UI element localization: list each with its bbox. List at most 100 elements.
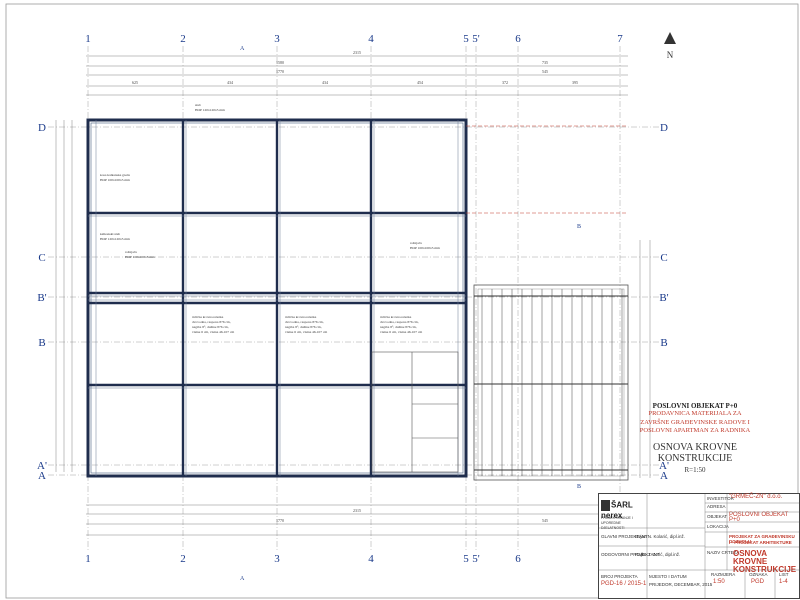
- object-label: OBJEKAT: [707, 514, 728, 519]
- project-no: PGD-16 / 2015-1: [601, 581, 647, 587]
- section-mark-a-bottom: A: [240, 576, 245, 582]
- section-mark-b-top: B: [577, 224, 581, 230]
- responsible-label: ODGOVORNI PROJEKTANT: [601, 552, 660, 557]
- dimension-texts: 2315 1580 735 1770 545 625 434 434 454 3…: [132, 50, 578, 523]
- location-label: LOKACIJA: [707, 524, 729, 529]
- axis-label-row-4-0: A': [37, 460, 47, 472]
- dim-total-bottom: 2315: [353, 508, 361, 513]
- truss-note-3b: dvovodna, raspona 876 cm,: [380, 320, 419, 325]
- main-roof-structure: [86, 118, 468, 478]
- axis-label-col-6-1: 6: [515, 553, 521, 565]
- roof-annotations: kosa kalkanska greda HOP 100x100x5 mm st…: [100, 103, 440, 335]
- note-beam-top-dim: HOP 100x100x5 mm: [100, 178, 130, 182]
- truss-note-2a: čelična krovna rešetka: [285, 315, 317, 319]
- annex-roof-structure: [473, 284, 629, 481]
- axis-label-col-5-1: 5': [472, 553, 480, 565]
- truss-note-1a: čelična krovna rešetka: [192, 315, 224, 319]
- note-stub: stub: [195, 103, 201, 107]
- axis-label-row-2-0: B': [37, 292, 46, 304]
- sheet-border: [5, 3, 799, 599]
- sheet-title-1: OSNOVA KROVNE: [653, 441, 737, 453]
- axis-label-col-3-0: 4: [368, 33, 374, 45]
- reviewer-name: Rajko J. Zorić, dipl.inž.: [635, 552, 681, 557]
- company-logo: ŠARL nerex: [601, 500, 633, 520]
- axis-label-col-5-0: 5': [472, 33, 480, 45]
- dim-part-right: 545: [542, 69, 548, 74]
- dim-sub-b: 434: [227, 80, 233, 85]
- sheet-scale: R=1:50: [684, 465, 706, 474]
- designer-name: Bojan N. Kolarić, dipl.inž.: [635, 534, 686, 539]
- project-line-1: PRODAVNICA MATERIJALA ZA: [648, 410, 742, 417]
- axis-label-col-2-0: 3: [274, 33, 280, 45]
- axis-label-row-2-1: B': [659, 292, 668, 304]
- sheet-title-2: KONSTRUKCIJE: [657, 452, 733, 464]
- axis-label-row-3-0: B: [38, 337, 45, 349]
- truss-note-1b: dvovodna, raspona 876 cm,: [192, 320, 231, 325]
- note-girder-a-dim: HOP 120x120x5 mm: [100, 237, 130, 241]
- dim-total-top: 2315: [353, 50, 361, 55]
- dim-part-left: 1770: [276, 69, 284, 74]
- note-beam-top: kosa kalkanska greda: [100, 173, 130, 177]
- axis-label-col-4-1: 5: [463, 553, 469, 565]
- dim-left-span: 1580: [276, 60, 284, 65]
- axis-label-row-4-1: A': [659, 460, 669, 472]
- scale-label: RAZMJERA: [711, 572, 736, 577]
- truss-note-2b: dvovodna, raspona 876 cm,: [285, 320, 324, 325]
- dim-right-span: 735: [542, 60, 548, 65]
- axis-label-col-7-0: 7: [617, 33, 623, 45]
- truss-note-1d: visine 6 cm, visina 46-107 cm: [192, 330, 234, 335]
- section-mark-b-bottom: B: [577, 484, 581, 490]
- phase: PROJEKAT ZA GRAĐEVINSKU DOZVOLU: [729, 534, 795, 544]
- section-mark-a-top: A: [240, 46, 245, 52]
- truss-note-2c: nagiba 8°, dužine 876 cm,: [285, 325, 322, 330]
- scale-value: 1:50: [713, 579, 725, 585]
- axis-label-row-0-0: D: [38, 122, 46, 134]
- note-rafter-dim: HOP 100x100x5 mm: [125, 255, 155, 259]
- sheet-label: LIST: [779, 572, 789, 577]
- project-title: POSLOVNI OBJEKAT P+0: [652, 402, 738, 410]
- truss-note-1c: nagiba 8°, dužine 876 cm,: [192, 325, 229, 330]
- note-stub-dim: HOP 120x120x5 mm: [195, 108, 225, 112]
- svg-text:N: N: [667, 50, 674, 60]
- project-line-2: ZAVRŠNE GRAĐEVINSKE RADOVE I: [640, 418, 750, 426]
- axis-label-col-4-0: 5: [463, 33, 469, 45]
- axis-label-col-1-1: 2: [180, 553, 186, 565]
- dim-sub-c: 434: [322, 80, 328, 85]
- note-girder-a: kalkanski stub: [100, 232, 120, 236]
- north-arrow-icon: N: [664, 32, 676, 60]
- date-value: PRIJEDOR, DECEMBAR, 2015: [649, 582, 713, 587]
- axis-label-col-0-1: 1: [85, 553, 91, 565]
- axis-label-col-2-1: 3: [274, 553, 280, 565]
- mark-value: PGD: [751, 579, 765, 585]
- dim-sub-e: 372: [502, 80, 508, 85]
- truss-note-3c: nagiba 8°, dužine 876 cm,: [380, 325, 417, 330]
- investor-label: INVESTITOR: [707, 496, 734, 501]
- dim-sub-a: 625: [132, 80, 138, 85]
- dim-part-right-bottom: 545: [542, 518, 548, 523]
- dim-part-left-bottom: 1770: [276, 518, 284, 523]
- dimension-lines: [55, 55, 651, 536]
- truss-note-3d: visine 6 cm, visina 46-107 cm: [380, 330, 422, 335]
- designer-label: GLAVNI PROJEKTANT: [601, 534, 648, 539]
- title-block-grid: [599, 494, 799, 598]
- date-label: MJESTO I DATUM: [649, 574, 687, 579]
- axis-label-row-3-1: B: [660, 337, 667, 349]
- truss-note-2d: visine 6 cm, visina 46-107 cm: [285, 330, 327, 335]
- project-line-3: POSLOVNI APARTMAN ZA RADNIKA: [639, 427, 751, 434]
- annex-outline: [466, 125, 628, 214]
- axis-label-col-3-1: 4: [368, 553, 374, 565]
- mark-label: OZNAKA: [749, 572, 768, 577]
- axis-label-row-0-1: D: [660, 122, 668, 134]
- title-block: ŠARL nerex PROJEKTOVANJE I UPOREDNE DJEL…: [598, 493, 800, 599]
- dim-sub-d: 454: [417, 80, 423, 85]
- axis-label-col-6-0: 6: [515, 33, 521, 45]
- axis-label-col-1-0: 2: [180, 33, 186, 45]
- axis-label-row-1-1: C: [660, 252, 667, 264]
- axis-label-row-1-0: C: [38, 252, 45, 264]
- project-description: POSLOVNI OBJEKAT P+0 PRODAVNICA MATERIJA…: [590, 402, 800, 474]
- axis-label-row-5-1: A: [660, 470, 668, 482]
- note-rafter: rožnjača: [125, 250, 137, 254]
- object-name: POSLOVNI OBJEKAT P+0: [729, 512, 789, 523]
- axis-label-col-0-0: 1: [85, 33, 91, 45]
